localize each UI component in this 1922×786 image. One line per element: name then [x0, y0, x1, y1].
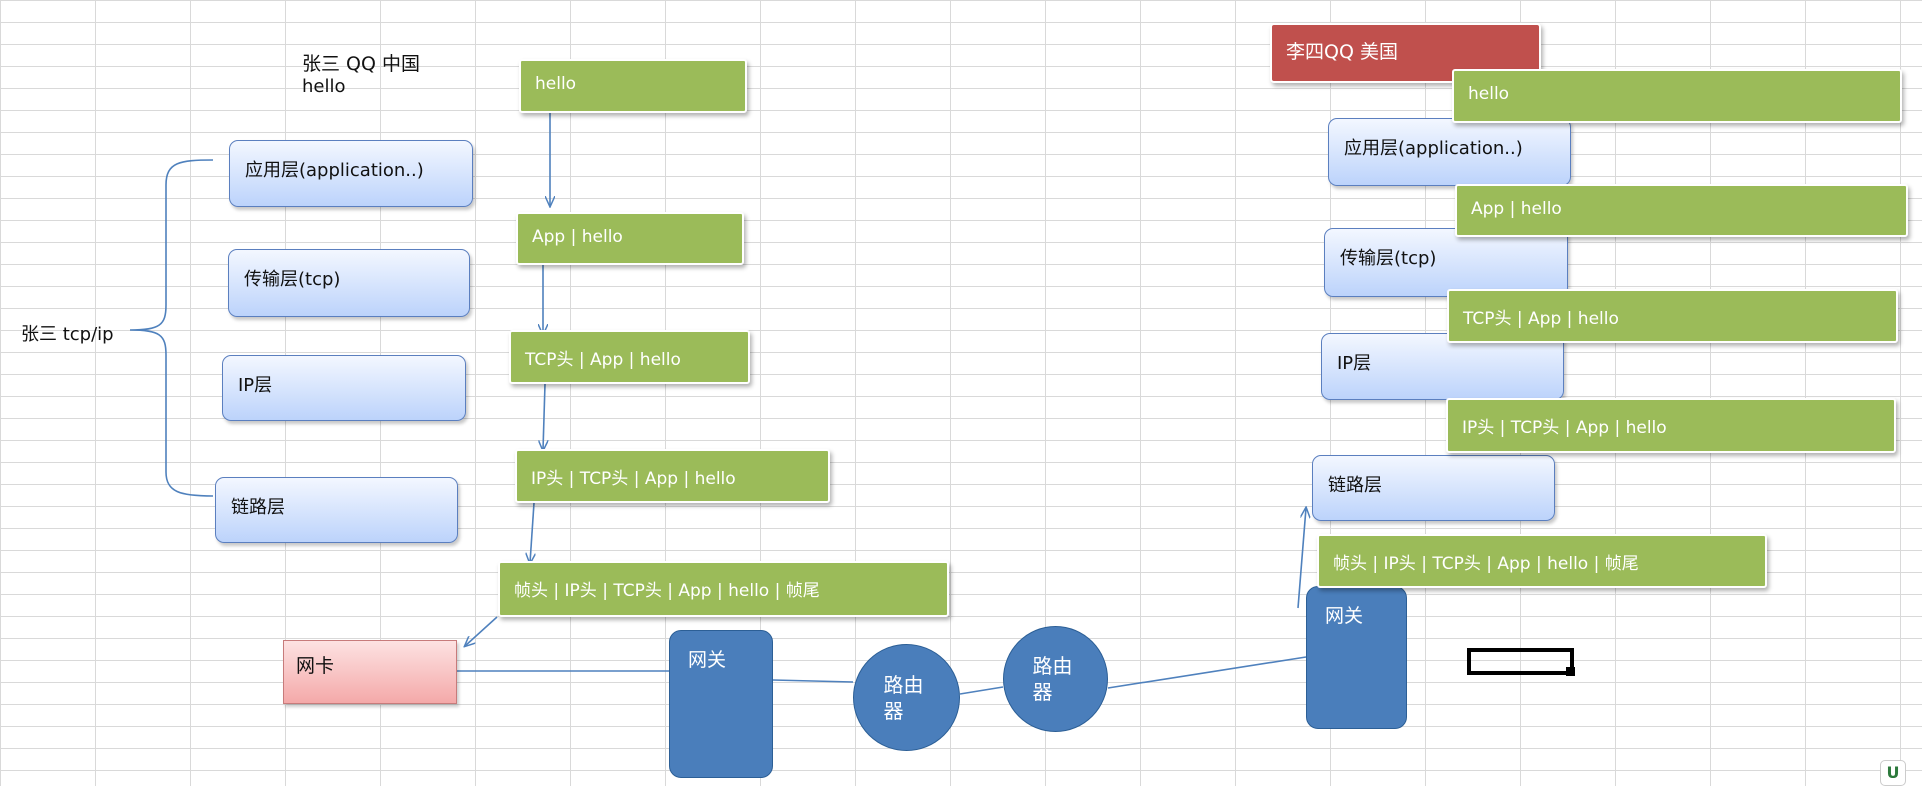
right-packet-tcp: TCP头 | App | hello: [1447, 289, 1898, 343]
link-router2-gateway-right: [1107, 656, 1307, 689]
right-packet-ip: IP头 | TCP头 | App | hello: [1446, 398, 1896, 453]
link-gateway-router1: [772, 679, 854, 683]
left-sender-title: 张三 QQ 中国: [302, 53, 420, 75]
link-router1-router2: [959, 686, 1004, 695]
left-packet-ip: IP头 | TCP头 | App | hello: [515, 449, 830, 503]
layer-brace: [129, 159, 214, 497]
right-packet-app: App | hello: [1455, 184, 1908, 237]
left-packet-hello: hello: [519, 59, 747, 113]
gateway-left: 网关: [669, 630, 773, 778]
right-layer-ip: IP层: [1321, 333, 1564, 400]
arrow-gateway-right-up: [1297, 508, 1306, 609]
network-card: 网卡: [283, 640, 457, 704]
left-sender-message: hello: [302, 76, 346, 97]
left-layer-link: 链路层: [215, 477, 458, 543]
selected-cell[interactable]: [1467, 648, 1574, 675]
router-2-label: 路由器: [1032, 654, 1073, 704]
right-layer-link: 链路层: [1312, 455, 1555, 521]
left-packet-tcp: TCP头 | App | hello: [509, 330, 750, 384]
arrow-tcp-to-ip: [543, 383, 545, 450]
left-layer-transport: 传输层(tcp): [228, 249, 470, 317]
fill-handle[interactable]: [1566, 667, 1575, 676]
arrow-ip-to-frame: [530, 502, 534, 563]
left-packet-app: App | hello: [516, 212, 744, 265]
right-packet-frame: 帧头 | IP头 | TCP头 | App | hello | 帧尾: [1317, 534, 1767, 588]
left-layer-application: 应用层(application..): [229, 140, 473, 207]
router-1-label: 路由器: [883, 672, 924, 723]
brace-label: 张三 tcp/ip: [21, 324, 114, 345]
right-layer-transport: 传输层(tcp): [1324, 228, 1568, 297]
gateway-right: 网关: [1306, 586, 1407, 729]
left-layer-ip: IP层: [222, 355, 466, 421]
app-logo-icon: U: [1880, 760, 1906, 786]
arrow-frame-to-nic: [465, 616, 498, 646]
left-packet-frame: 帧头 | IP头 | TCP头 | App | hello | 帧尾: [498, 561, 949, 617]
right-layer-application: 应用层(application..): [1328, 118, 1571, 186]
router-2: 路由器: [1003, 626, 1108, 732]
router-1: 路由器: [853, 644, 960, 751]
right-packet-hello: hello: [1452, 69, 1902, 123]
